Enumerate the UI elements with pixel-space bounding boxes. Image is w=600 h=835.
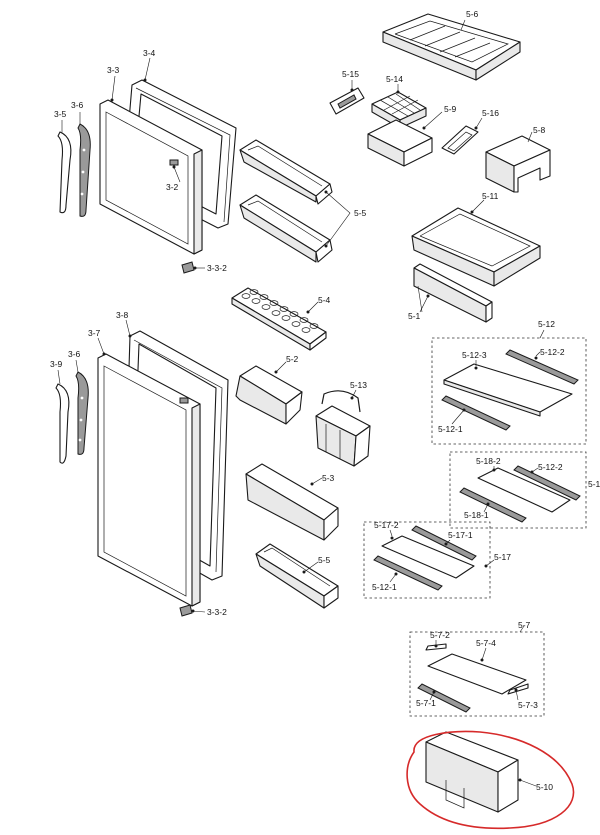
callout-5-1: 5-1 — [408, 311, 421, 321]
callout-5-17: 5-17 — [494, 552, 511, 562]
part-5-3-door-bin — [245, 463, 339, 541]
callout-5-18-1: 5-18-1 — [464, 510, 489, 520]
group-5-17-shelf — [363, 521, 491, 599]
callout-5-15: 5-15 — [342, 69, 359, 79]
part-3-9-lower-handle — [55, 383, 70, 464]
callout-5-7-4: 5-7-4 — [476, 638, 496, 648]
part-5-5-door-bin-upper-2 — [239, 194, 333, 263]
group-5-12-shelf — [431, 337, 587, 445]
callout-5-12-1-b: 5-12-1 — [372, 582, 397, 592]
callout-3-2: 3-2 — [166, 182, 179, 192]
callout-5-2: 5-2 — [286, 354, 299, 364]
callout-3-5-upper: 3-5 — [54, 109, 67, 119]
callout-5-7-3: 5-7-3 — [518, 700, 538, 710]
callout-5-17-2: 5-17-2 — [374, 520, 399, 530]
callout-5-11: 5-11 — [482, 191, 499, 201]
part-3-3-upper-door — [99, 99, 203, 255]
callout-5-14: 5-14 — [386, 74, 403, 84]
part-5-5-door-bin-lower — [255, 543, 339, 609]
callout-3-3-2-upper: 3-3-2 — [207, 263, 227, 273]
callout-5-10: 5-10 — [536, 782, 553, 792]
callout-5-18-2: 5-18-2 — [476, 456, 501, 466]
callout-3-3: 3-3 — [107, 65, 120, 75]
highlight-circle — [406, 730, 575, 830]
callout-3-6-lower: 3-6 — [68, 349, 81, 359]
part-3-6-upper-handle-cover — [77, 123, 91, 217]
part-5-4-egg-tray — [231, 287, 327, 351]
callout-5-12-3: 5-12-3 — [462, 350, 487, 360]
callout-5-12-2-b: 5-12-2 — [538, 462, 563, 472]
callout-3-8: 3-8 — [116, 310, 129, 320]
part-5-6-top-cover — [382, 13, 521, 81]
callout-3-3-2-lower: 3-3-2 — [207, 607, 227, 617]
part-5-10-box — [425, 731, 519, 813]
part-3-7-lower-door — [97, 353, 201, 607]
callout-5-3: 5-3 — [322, 473, 335, 483]
callout-5-17-1: 5-17-1 — [448, 530, 473, 540]
callout-5-12-1-a: 5-12-1 — [438, 424, 463, 434]
callout-5-6: 5-6 — [466, 9, 479, 19]
part-5-16-vent-frame — [441, 125, 479, 155]
callout-5-12: 5-12 — [538, 319, 555, 329]
part-3-3-2-lower-hinge — [179, 604, 193, 617]
part-5-8-cover — [485, 135, 551, 193]
part-5-2-small-bin — [235, 365, 303, 425]
callout-5-5-upper: 5-5 — [354, 208, 367, 218]
part-5-13-basket — [315, 390, 371, 467]
part-3-5-upper-handle — [57, 131, 72, 214]
callout-5-7-2: 5-7-2 — [430, 630, 450, 640]
part-5-1-drawer-front — [413, 263, 493, 323]
part-3-6-lower-handle-cover — [75, 371, 89, 455]
callout-3-4: 3-4 — [143, 48, 156, 58]
group-5-7-shelf — [409, 631, 545, 717]
callout-5-4: 5-4 — [318, 295, 331, 305]
part-5-15-control-cover — [329, 87, 365, 115]
part-5-9-ice-bin — [367, 119, 433, 167]
part-5-5-door-bin-upper-1 — [239, 139, 333, 205]
callout-3-9: 3-9 — [50, 359, 63, 369]
group-5-18-shelf — [449, 451, 587, 529]
callout-5-16: 5-16 — [482, 108, 499, 118]
callout-5-8: 5-8 — [533, 125, 546, 135]
callout-5-9: 5-9 — [444, 104, 457, 114]
part-3-3-2-upper-hinge — [181, 261, 195, 274]
callout-3-7: 3-7 — [88, 328, 101, 338]
callout-5-18-edge: 5-1 — [588, 479, 600, 489]
callout-3-6-upper: 3-6 — [71, 100, 84, 110]
part-5-11-crisper-drawer — [411, 207, 541, 287]
callout-5-13: 5-13 — [350, 380, 367, 390]
callout-5-7-1: 5-7-1 — [416, 698, 436, 708]
callout-5-5-lower: 5-5 — [318, 555, 331, 565]
callout-5-7: 5-7 — [518, 620, 531, 630]
callout-5-12-2-a: 5-12-2 — [540, 347, 565, 357]
